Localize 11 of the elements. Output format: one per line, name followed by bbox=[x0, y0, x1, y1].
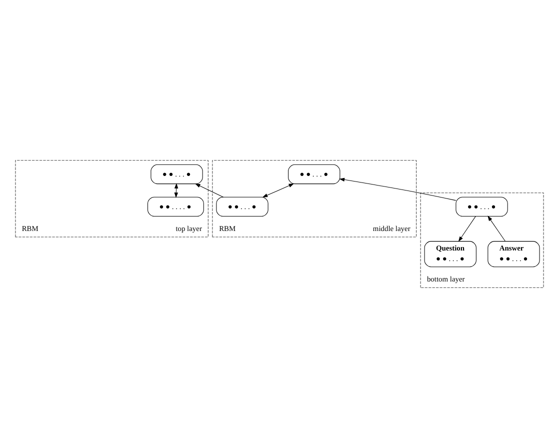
node-box: ● ● . . . ● bbox=[288, 164, 340, 184]
node-box: Question ● ● . . . ● bbox=[424, 241, 476, 268]
node-box: ● ● . . . . ● bbox=[147, 196, 204, 217]
arrow bbox=[488, 216, 506, 242]
node-box: ● ● . . . ● bbox=[456, 196, 508, 217]
arrow bbox=[458, 216, 476, 242]
arrow bbox=[262, 184, 294, 198]
arrow bbox=[339, 178, 456, 201]
node-box: ● ● . . . ● bbox=[216, 196, 268, 217]
node-box: Answer ● ● . . . ● bbox=[488, 241, 540, 268]
node-box: ● ● . . . ● bbox=[150, 164, 203, 184]
